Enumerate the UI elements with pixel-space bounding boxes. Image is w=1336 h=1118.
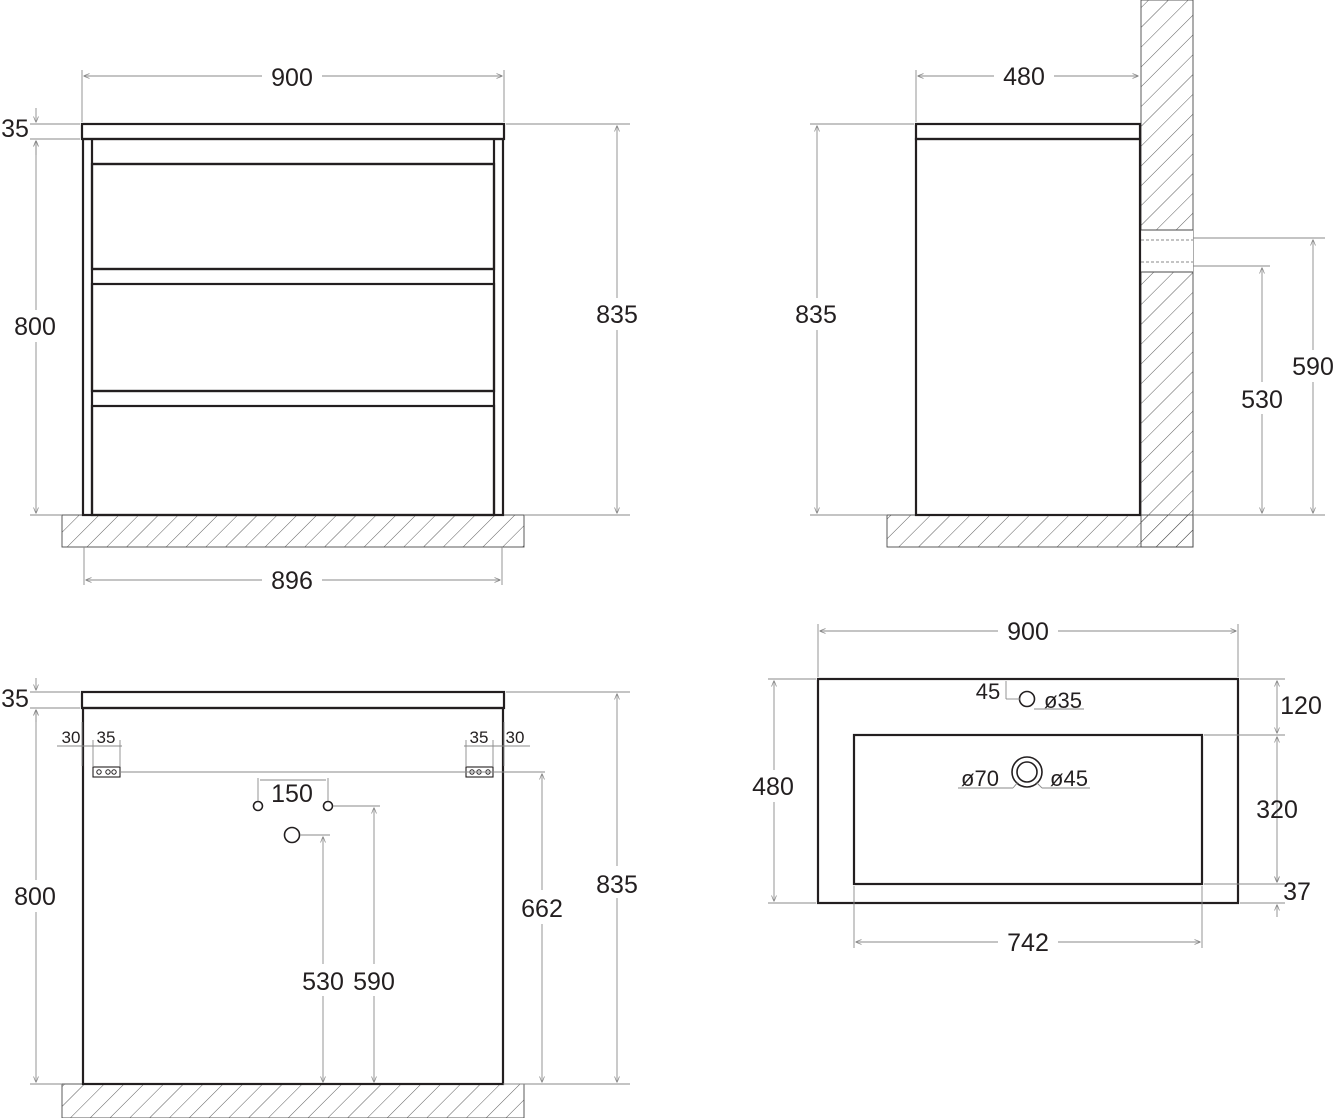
drain-outer [1011, 756, 1043, 788]
dim-bracket-left-width: 35 [97, 728, 116, 747]
dim-front-rim: 120 [1280, 692, 1322, 720]
side-worktop [914, 122, 1142, 141]
dim-bowl-depth: 320 [1256, 796, 1298, 824]
worktop [80, 122, 506, 141]
tap-hole [1018, 690, 1036, 708]
dim-top-width: 900 [271, 64, 313, 92]
dim-bracket-height: 662 [521, 895, 563, 923]
dim-back-top-thickness: 35 [1, 685, 29, 713]
dim-top-view-depth: 480 [752, 773, 794, 801]
dim-supply-spacing: 150 [271, 780, 313, 808]
dim-side-depth: 480 [1003, 63, 1045, 91]
drain-inner [1016, 761, 1038, 783]
basin-outline [816, 677, 1240, 905]
side-view: 480 835 530 590 [795, 0, 1334, 548]
dim-top-thickness: 35 [1, 115, 29, 143]
dim-pipe-high: 590 [1292, 353, 1334, 381]
dim-tap-hole: ø35 [1044, 688, 1082, 713]
dim-back-rim: 37 [1283, 878, 1311, 906]
dim-drain-inner: ø45 [1050, 766, 1088, 791]
back-worktop [80, 690, 506, 710]
supply-left [252, 800, 264, 812]
drawer-2 [90, 282, 496, 393]
dim-tap-offset: 45 [976, 679, 1000, 704]
dim-pipe-low: 530 [1241, 386, 1283, 414]
dim-bracket-left-offset: 30 [62, 728, 81, 747]
supply-right [322, 800, 334, 812]
side-body [914, 137, 1142, 517]
dim-bracket-right-offset: 30 [506, 728, 525, 747]
back-body [81, 706, 505, 1086]
dim-side-height: 835 [795, 301, 837, 329]
back-view: 150 35 800 30 35 35 30 662 [1, 678, 638, 1118]
dim-bottom-width: 896 [271, 567, 313, 595]
floor-hatch [61, 514, 525, 548]
dim-bowl-width: 742 [1007, 929, 1049, 957]
dim-bracket-right-width: 35 [470, 728, 489, 747]
dim-total-height: 835 [596, 301, 638, 329]
dim-supply-height: 590 [353, 968, 395, 996]
front-view: 900 35 800 835 896 [1, 64, 638, 595]
dim-back-total-height: 835 [596, 871, 638, 899]
dim-drain-height: 530 [302, 968, 344, 996]
bowl-outline [852, 733, 1204, 886]
wall-hatch [1140, 0, 1194, 548]
dim-back-body-height: 800 [14, 883, 56, 911]
floor-hatch-side [886, 514, 1194, 548]
left-bracket [92, 766, 121, 778]
dim-drain-outer: ø70 [961, 766, 999, 791]
top-view: 900 480 45 ø35 ø70 ø45 120 320 37 [752, 618, 1322, 957]
floor-hatch-back [61, 1083, 525, 1118]
dim-top-view-width: 900 [1007, 618, 1049, 646]
cabinet-body [81, 137, 505, 517]
drain-hole [283, 826, 301, 844]
drawer-3 [90, 404, 496, 517]
dim-body-height: 800 [14, 313, 56, 341]
drawer-1 [90, 162, 496, 271]
